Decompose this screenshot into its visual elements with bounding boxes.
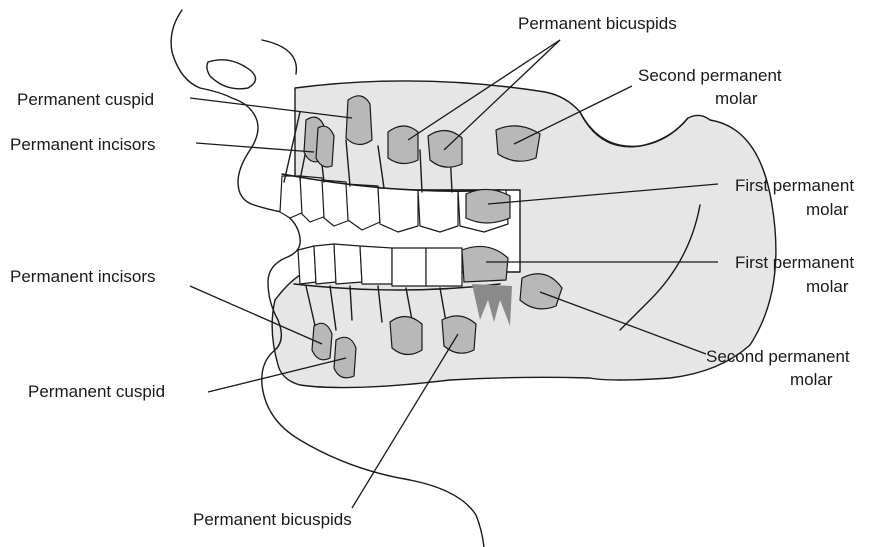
upper-first-molar (466, 189, 510, 223)
label-upper-second-molar-2: molar (715, 89, 758, 108)
label-lower-second-molar-1: Second permanent (706, 347, 850, 366)
lower-bicuspid-bud-2 (442, 316, 476, 353)
label-lower-first-molar-2: molar (806, 277, 849, 296)
upper-cuspid-bud (346, 96, 372, 145)
label-lower-incisors: Permanent incisors (10, 267, 156, 286)
nose-wing (262, 40, 296, 74)
upper-second-molar-bud (496, 126, 540, 161)
lower-bicuspid-bud-1 (390, 316, 422, 354)
lower-cuspid-bud (334, 337, 356, 377)
label-upper-first-molar-2: molar (806, 200, 849, 219)
label-lower-second-molar-2: molar (790, 370, 833, 389)
label-upper-incisors: Permanent incisors (10, 135, 156, 154)
label-lower-first-molar-1: First permanent (735, 253, 854, 272)
upper-bicuspid-bud-1 (388, 126, 418, 164)
label-upper-second-molar-1: Second permanent (638, 66, 782, 85)
label-upper-first-molar-1: First permanent (735, 176, 854, 195)
label-bottom-bicuspids: Permanent bicuspids (193, 510, 352, 529)
label-top-bicuspids: Permanent bicuspids (518, 14, 677, 33)
label-upper-cuspid: Permanent cuspid (17, 90, 154, 109)
label-lower-cuspid: Permanent cuspid (28, 382, 165, 401)
nostril (207, 60, 256, 89)
upper-incisor-bud-2 (316, 126, 334, 167)
